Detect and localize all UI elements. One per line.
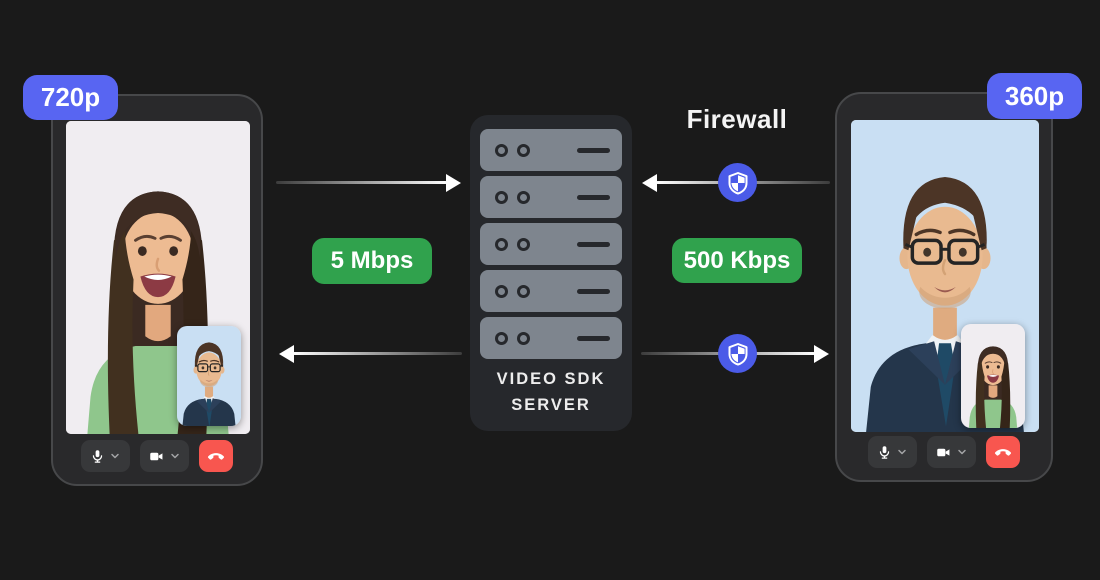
chevron-down-icon <box>958 449 966 455</box>
man-pip-feed <box>177 326 241 426</box>
server-rack-unit <box>480 129 622 171</box>
arrow-server-to-left-phone <box>279 344 462 363</box>
video-sdk-server: VIDEO SDK SERVER <box>470 115 632 431</box>
arrow-left-phone-to-server <box>276 173 461 192</box>
woman-pip-feed <box>961 324 1025 428</box>
left-phone-controls <box>53 440 261 472</box>
left-phone-pip <box>177 326 241 426</box>
server-rack-unit <box>480 317 622 359</box>
left-phone <box>51 94 263 486</box>
server-label-line2: SERVER <box>511 396 591 414</box>
server-label: VIDEO SDK SERVER <box>470 366 632 418</box>
chevron-down-icon <box>111 453 119 459</box>
firewall-shield-icon <box>718 163 757 202</box>
chevron-down-icon <box>898 449 906 455</box>
camera-button[interactable] <box>927 436 976 468</box>
mic-button[interactable] <box>81 440 130 472</box>
mic-icon <box>92 449 103 463</box>
firewall-label: Firewall <box>686 104 788 134</box>
server-rack-unit <box>480 223 622 265</box>
server-rack-unit <box>480 270 622 312</box>
upstream-bandwidth-badge: 5 Mbps <box>312 238 432 284</box>
camera-icon <box>150 452 163 460</box>
resolution-badge-720p: 720p <box>23 75 118 120</box>
camera-icon <box>937 448 950 456</box>
server-label-line1: VIDEO SDK <box>496 370 606 388</box>
hangup-button[interactable] <box>199 440 233 472</box>
downstream-bandwidth-badge: 500 Kbps <box>672 238 802 283</box>
camera-button[interactable] <box>140 440 189 472</box>
server-rack-unit <box>480 176 622 218</box>
right-phone-pip <box>961 324 1025 428</box>
chevron-down-icon <box>171 453 179 459</box>
left-phone-video <box>66 121 250 434</box>
right-phone-video <box>851 120 1039 432</box>
hangup-icon <box>207 453 225 460</box>
hangup-button[interactable] <box>986 436 1020 468</box>
firewall-shield-icon <box>718 334 757 373</box>
right-phone <box>835 92 1053 482</box>
hangup-icon <box>994 449 1012 456</box>
mic-icon <box>879 445 890 459</box>
mic-button[interactable] <box>868 436 917 468</box>
right-phone-controls <box>837 436 1051 468</box>
resolution-badge-360p: 360p <box>987 73 1082 119</box>
